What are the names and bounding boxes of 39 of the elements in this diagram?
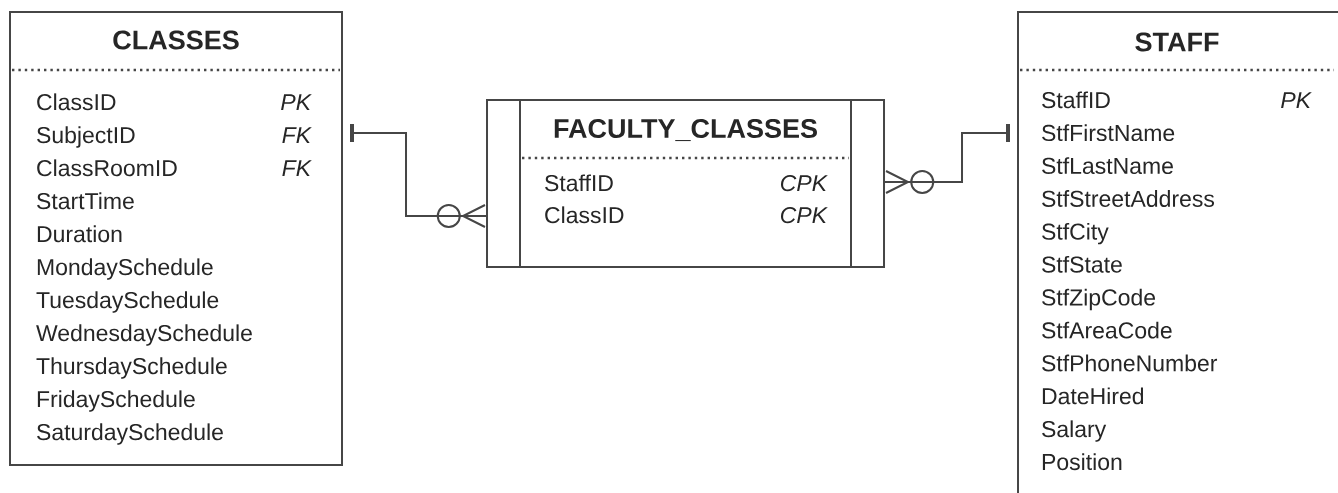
field-name: StfZipCode — [1042, 288, 1156, 311]
relationship-line — [884, 123, 1010, 194]
key-label: FK — [282, 127, 312, 143]
field-name: SubjectID — [37, 126, 135, 148]
field-name: StfStreetAddress — [1042, 190, 1215, 207]
field-name: DateHired — [1042, 387, 1144, 405]
key-label: CPK — [780, 174, 828, 192]
field-name: StaffID — [545, 174, 613, 192]
field-name: WednesdaySchedule — [36, 324, 252, 346]
field-name: ClassRoomID — [37, 159, 177, 177]
field-name: StaffID — [1042, 91, 1110, 109]
field-name: ClassID — [545, 206, 624, 224]
key-label: PK — [1281, 92, 1312, 108]
relationship-line — [350, 123, 487, 228]
key-label: FK — [282, 160, 312, 176]
table-box — [486, 99, 885, 268]
key-label: PK — [281, 94, 312, 110]
field-name: TuesdaySchedule — [36, 291, 219, 313]
field-name: ClassID — [37, 93, 116, 111]
table-box — [1017, 11, 1338, 493]
field-name: SaturdaySchedule — [37, 423, 223, 445]
field-name: Salary — [1042, 420, 1107, 442]
field-name: ThursdaySchedule — [36, 357, 227, 379]
field-name: MondaySchedule — [37, 258, 213, 280]
table-box — [9, 11, 343, 466]
field-name: StfFirstName — [1042, 124, 1175, 142]
key-label: CPK — [780, 206, 828, 224]
field-name: Duration — [37, 225, 122, 243]
table-title: CLASSES — [113, 30, 239, 50]
field-name: FridaySchedule — [37, 390, 195, 412]
field-name: StartTime — [37, 192, 134, 210]
field-name: Position — [1042, 453, 1122, 471]
field-name: StfState — [1042, 255, 1122, 273]
table-title: FACULTY_CLASSES — [554, 118, 817, 142]
field-name: StfPhoneNumber — [1042, 354, 1218, 372]
table-title: STAFF — [1135, 32, 1219, 52]
field-name: StfAreaCode — [1042, 321, 1172, 339]
field-name: StfCity — [1042, 222, 1109, 245]
field-name: StfLastName — [1042, 157, 1173, 174]
